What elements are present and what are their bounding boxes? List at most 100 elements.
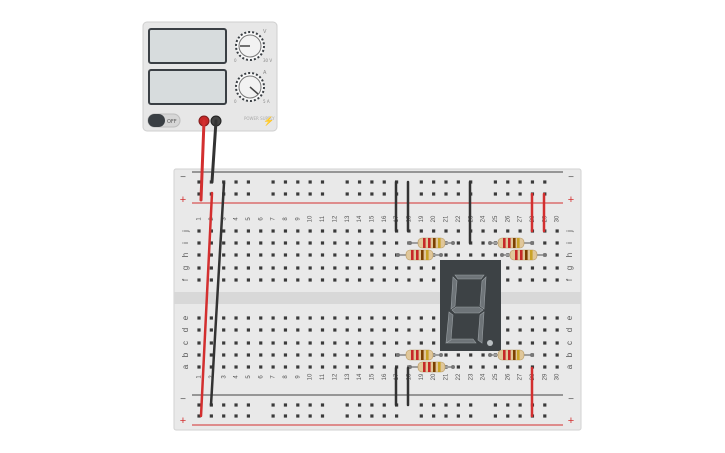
rail-hole[interactable] — [246, 192, 250, 196]
grid-hole[interactable] — [296, 229, 300, 233]
grid-hole[interactable] — [320, 253, 325, 257]
grid-hole[interactable] — [259, 316, 263, 320]
resistor[interactable] — [396, 349, 443, 361]
resistor[interactable] — [396, 249, 443, 261]
grid-hole[interactable] — [197, 278, 201, 282]
rail-hole[interactable] — [444, 192, 448, 196]
grid-hole[interactable] — [543, 316, 547, 320]
grid-hole[interactable] — [296, 365, 300, 369]
rail-hole[interactable] — [283, 414, 288, 418]
grid-hole[interactable] — [259, 328, 263, 332]
grid-hole[interactable] — [222, 316, 226, 320]
rail-hole[interactable] — [283, 192, 288, 196]
grid-hole[interactable] — [296, 341, 300, 345]
grid-hole[interactable] — [283, 353, 288, 357]
grid-hole[interactable] — [271, 328, 275, 332]
grid-hole[interactable] — [357, 365, 362, 369]
resistor[interactable] — [408, 361, 455, 373]
grid-hole[interactable] — [444, 353, 448, 357]
grid-hole[interactable] — [345, 353, 349, 357]
rail-hole[interactable] — [506, 414, 510, 418]
grid-hole[interactable] — [197, 365, 201, 369]
grid-hole[interactable] — [308, 353, 312, 357]
rail-hole[interactable] — [234, 180, 238, 184]
grid-hole[interactable] — [357, 341, 362, 345]
grid-hole[interactable] — [271, 353, 275, 357]
rail-hole[interactable] — [345, 180, 349, 184]
grid-hole[interactable] — [259, 341, 263, 345]
grid-hole[interactable] — [357, 278, 362, 282]
grid-hole[interactable] — [530, 341, 535, 345]
rail-hole[interactable] — [469, 403, 473, 407]
grid-hole[interactable] — [333, 278, 337, 282]
grid-hole[interactable] — [432, 266, 436, 270]
resistor[interactable] — [500, 249, 547, 261]
grid-hole[interactable] — [333, 353, 337, 357]
grid-hole[interactable] — [320, 328, 325, 332]
grid-hole[interactable] — [259, 353, 263, 357]
grid-hole[interactable] — [271, 229, 275, 233]
grid-hole[interactable] — [506, 365, 510, 369]
grid-hole[interactable] — [506, 341, 510, 345]
grid-hole[interactable] — [271, 266, 275, 270]
grid-hole[interactable] — [345, 278, 349, 282]
rail-hole[interactable] — [543, 414, 547, 418]
grid-hole[interactable] — [456, 365, 460, 369]
grid-hole[interactable] — [370, 353, 374, 357]
rail-hole[interactable] — [234, 414, 238, 418]
grid-hole[interactable] — [530, 278, 535, 282]
grid-hole[interactable] — [234, 266, 238, 270]
grid-hole[interactable] — [283, 365, 288, 369]
rail-hole[interactable] — [246, 180, 250, 184]
rail-hole[interactable] — [308, 180, 312, 184]
grid-hole[interactable] — [357, 229, 362, 233]
grid-hole[interactable] — [246, 253, 250, 257]
rail-hole[interactable] — [283, 403, 288, 407]
grid-hole[interactable] — [209, 328, 213, 332]
grid-hole[interactable] — [543, 241, 547, 245]
grid-hole[interactable] — [555, 316, 559, 320]
grid-hole[interactable] — [382, 266, 386, 270]
grid-hole[interactable] — [382, 229, 386, 233]
rail-hole[interactable] — [222, 414, 226, 418]
grid-hole[interactable] — [222, 253, 226, 257]
rail-hole[interactable] — [432, 403, 436, 407]
grid-hole[interactable] — [555, 266, 559, 270]
grid-hole[interactable] — [333, 328, 337, 332]
rail-hole[interactable] — [395, 414, 399, 418]
voltage-knob[interactable] — [235, 31, 265, 61]
grid-hole[interactable] — [456, 253, 460, 257]
grid-hole[interactable] — [246, 266, 250, 270]
grid-hole[interactable] — [419, 341, 423, 345]
rail-hole[interactable] — [370, 192, 374, 196]
grid-hole[interactable] — [382, 365, 386, 369]
grid-hole[interactable] — [419, 316, 423, 320]
rail-hole[interactable] — [320, 192, 325, 196]
rail-hole[interactable] — [345, 414, 349, 418]
grid-hole[interactable] — [382, 253, 386, 257]
rail-hole[interactable] — [543, 180, 547, 184]
grid-hole[interactable] — [506, 266, 510, 270]
rail-hole[interactable] — [506, 192, 510, 196]
rail-hole[interactable] — [382, 414, 386, 418]
rail-hole[interactable] — [456, 192, 460, 196]
grid-hole[interactable] — [382, 316, 386, 320]
grid-hole[interactable] — [382, 241, 386, 245]
grid-hole[interactable] — [197, 316, 201, 320]
grid-hole[interactable] — [296, 253, 300, 257]
grid-hole[interactable] — [246, 365, 250, 369]
grid-hole[interactable] — [222, 341, 226, 345]
grid-hole[interactable] — [209, 365, 213, 369]
rail-hole[interactable] — [518, 192, 522, 196]
rail-hole[interactable] — [320, 414, 325, 418]
grid-hole[interactable] — [234, 365, 238, 369]
grid-hole[interactable] — [246, 278, 250, 282]
grid-hole[interactable] — [296, 241, 300, 245]
grid-hole[interactable] — [419, 328, 423, 332]
rail-hole[interactable] — [518, 414, 522, 418]
grid-hole[interactable] — [259, 266, 263, 270]
grid-hole[interactable] — [222, 266, 226, 270]
grid-hole[interactable] — [197, 241, 201, 245]
grid-hole[interactable] — [493, 229, 497, 233]
grid-hole[interactable] — [530, 266, 535, 270]
